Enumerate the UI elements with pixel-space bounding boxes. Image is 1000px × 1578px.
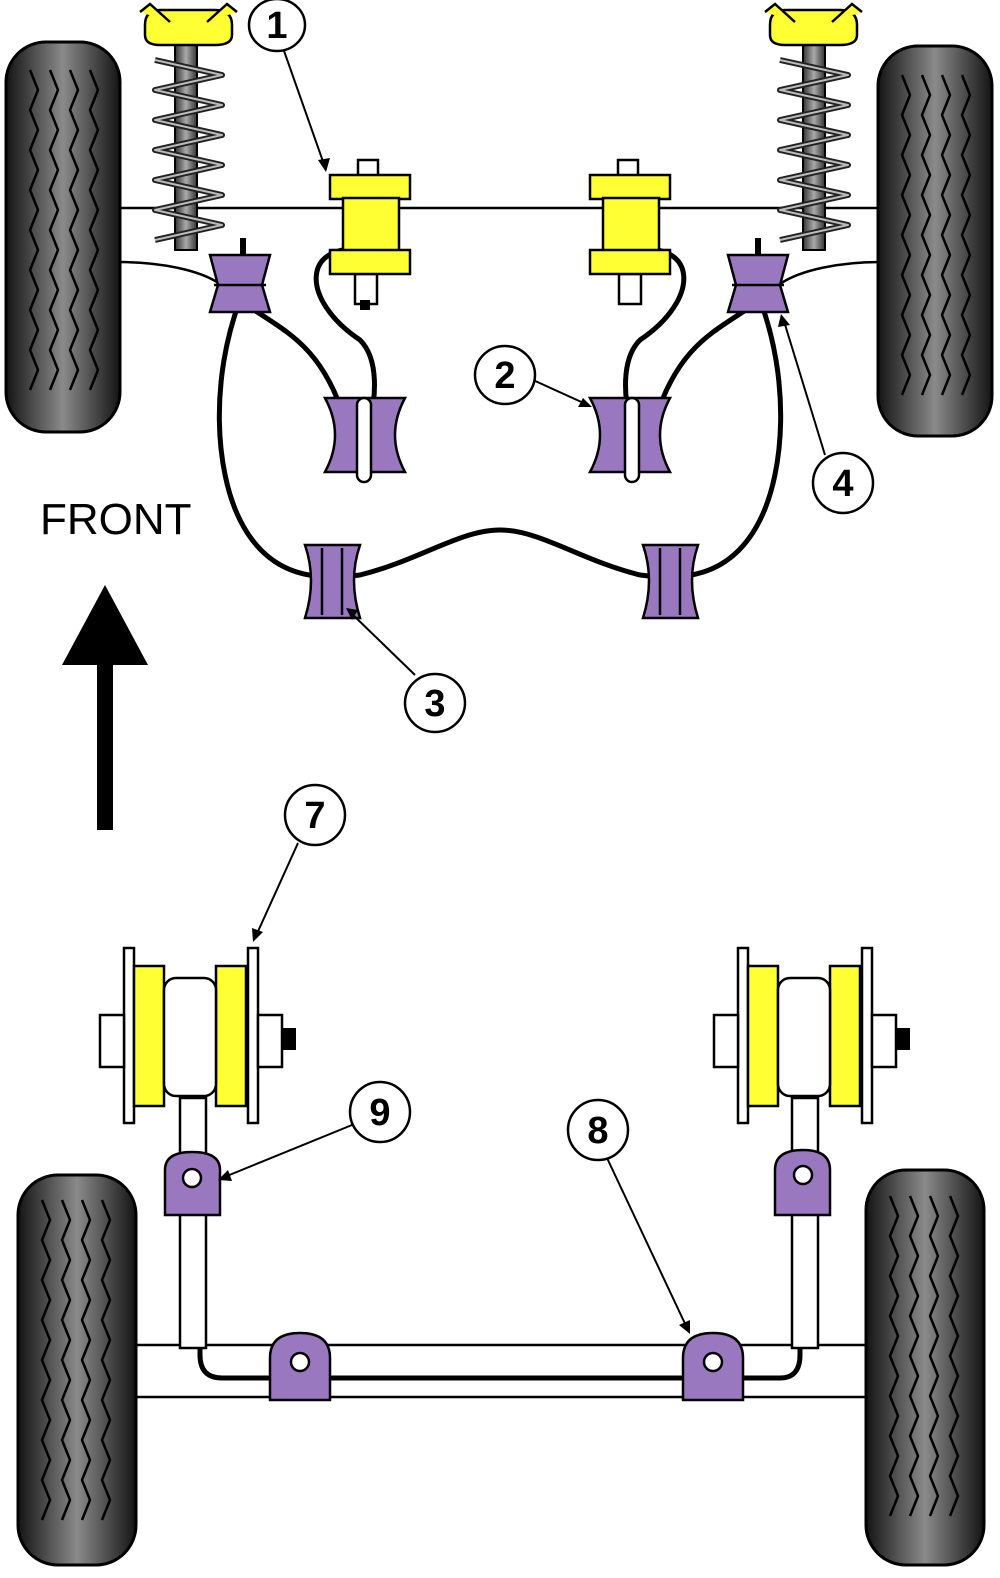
front-right-spring [764,2,863,251]
rear-right-droplink-bush [773,1148,832,1217]
callout-2-number: 2 [494,355,515,397]
front-left-arb-bush [303,543,362,620]
callout-1-number: 1 [266,5,287,47]
rear-left-trailing-arm-bush [98,946,296,1125]
rear-right-arb-mount-bush [681,1331,745,1402]
arrow-up-icon [62,585,148,830]
front-subframe [117,206,881,286]
front-label: FRONT [40,495,192,544]
callout-9: 9 [348,1080,412,1144]
front-left-yellow-bush [328,158,412,310]
rear-right-tyre [864,1168,986,1567]
front-direction: FRONT [40,495,192,830]
rear-anti-roll-bar [178,1096,820,1381]
callout-1: 1 [247,0,307,53]
front-left-droplink-bush [208,238,272,314]
callout-2: 2 [473,344,537,406]
front-left-spring [139,2,238,251]
callouts: 1 2 3 4 7 8 9 [247,0,875,1162]
callout-4: 4 [811,451,875,515]
front-right-arb-bush [641,543,700,620]
front-right-droplink-bush [726,238,790,314]
rear-left-arb-mount-bush [268,1331,332,1402]
front-right-yellow-bush [588,158,672,306]
front-right-tyre [876,44,994,438]
callout-8: 8 [566,1098,630,1162]
leader-lines [218,47,826,1334]
front-anti-roll-bar [216,297,784,580]
rear-right-trailing-arm-bush [712,946,910,1125]
front-left-wishbone-bush [322,396,408,484]
callout-9-number: 9 [369,1092,390,1134]
rear-suspension [16,946,986,1567]
callout-4-number: 4 [832,463,853,505]
callout-8-number: 8 [587,1110,608,1152]
front-suspension [4,2,994,620]
rear-left-tyre [16,1173,138,1567]
callout-3: 3 [403,672,467,734]
front-left-tyre [4,40,122,434]
callout-3-number: 3 [424,683,445,725]
front-right-wishbone-bush [587,396,673,484]
callout-7-number: 7 [304,795,325,837]
rear-left-droplink-bush [163,1150,222,1217]
rear-axle-beam [128,1343,872,1399]
callout-7: 7 [283,783,347,847]
